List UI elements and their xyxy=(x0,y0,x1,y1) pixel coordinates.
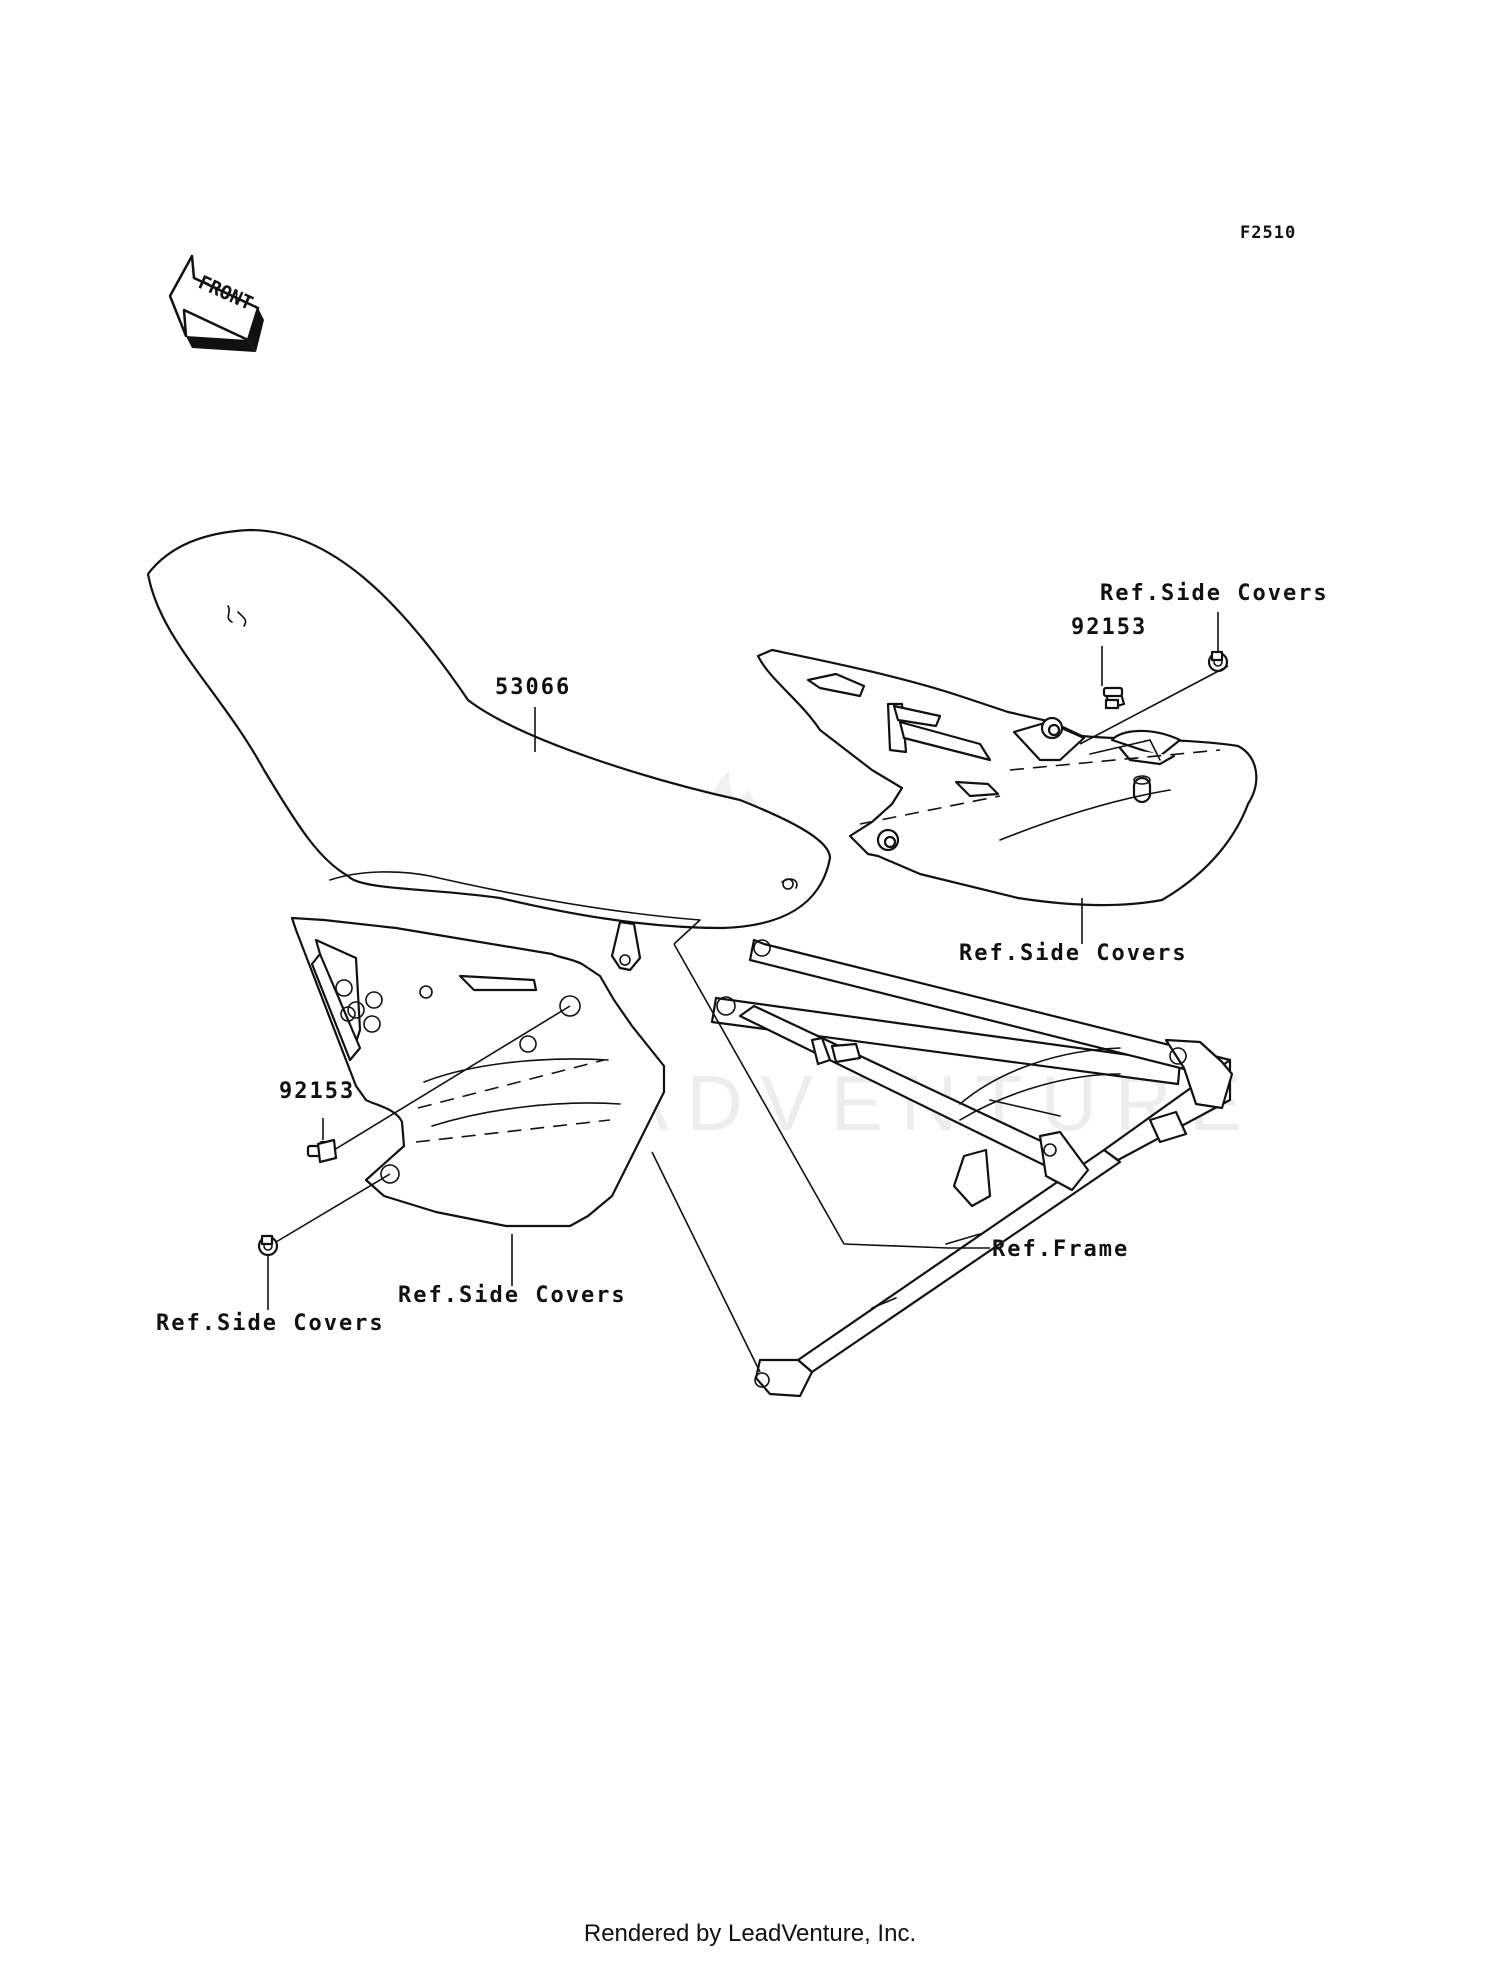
front-arrow-icon: FRONT xyxy=(168,254,264,352)
grommet-right-icon xyxy=(1207,650,1229,673)
label-ref-side-covers-right: Ref.Side Covers xyxy=(959,941,1188,966)
seat-53066 xyxy=(146,528,832,972)
rear-subframe xyxy=(710,938,1234,1398)
label-bolt-92153-right: 92153 xyxy=(1071,615,1147,640)
label-ref-side-covers-top-right: Ref.Side Covers xyxy=(1100,581,1329,606)
label-ref-frame: Ref.Frame xyxy=(992,1237,1129,1262)
bolt-92153-left xyxy=(306,1138,338,1164)
label-bolt-92153-left: 92153 xyxy=(279,1079,355,1104)
bolt-92153-right xyxy=(1102,686,1126,710)
label-ref-side-covers-left-bolt: Ref.Side Covers xyxy=(156,1311,385,1336)
right-side-cover xyxy=(756,648,1258,907)
leader-lines xyxy=(267,612,1229,1373)
figure-code: F2510 xyxy=(1240,223,1296,243)
left-side-cover xyxy=(290,916,666,1228)
footer-credit: Rendered by LeadVenture, Inc. xyxy=(583,1920,917,1947)
label-seat-53066: 53066 xyxy=(495,675,571,700)
grommet-left-icon xyxy=(257,1234,279,1257)
label-ref-side-covers-left-lower: Ref.Side Covers xyxy=(398,1283,627,1308)
